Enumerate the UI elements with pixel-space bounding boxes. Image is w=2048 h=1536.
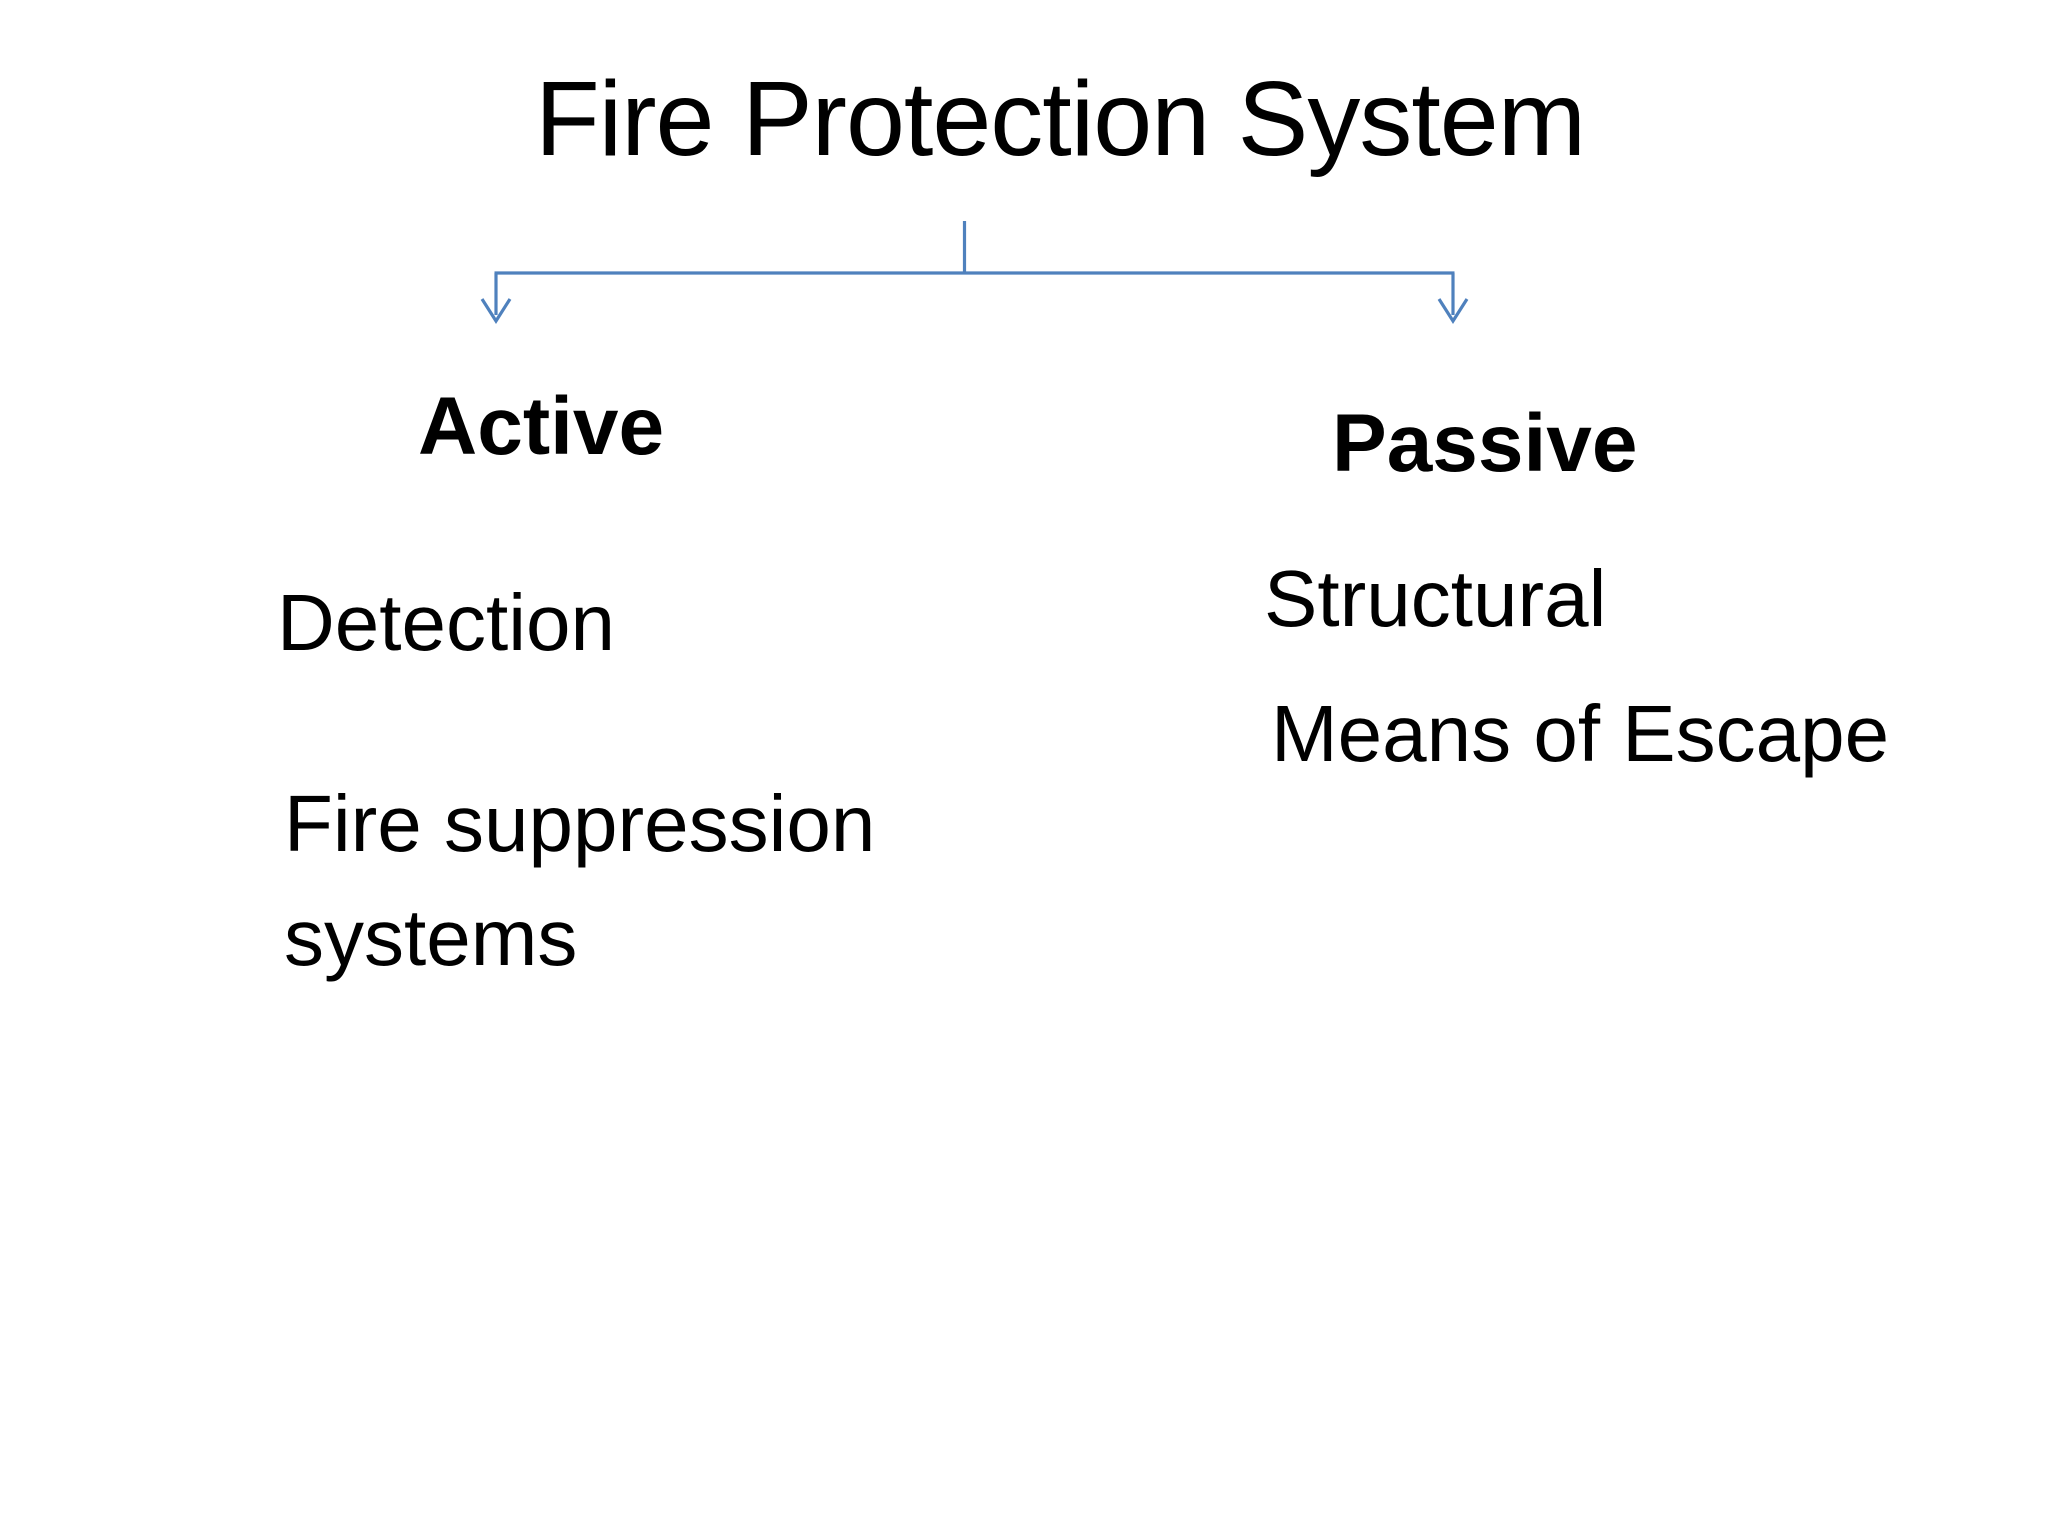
down-arrow-left-icon [480, 298, 512, 324]
passive-item-means-of-escape: Means of Escape [1271, 689, 1890, 778]
passive-branch-heading: Passive [1332, 398, 1638, 489]
down-arrow-right-icon [1437, 298, 1469, 324]
active-item-fire-suppression-systems: Fire suppression systems [284, 779, 876, 983]
connector-lines [480, 221, 1469, 324]
passive-item-structural: Structural [1264, 554, 1607, 643]
active-branch-heading: Active [418, 381, 665, 472]
page-title: Fire Protection System [534, 60, 1586, 178]
active-item-detection: Detection [277, 578, 615, 667]
